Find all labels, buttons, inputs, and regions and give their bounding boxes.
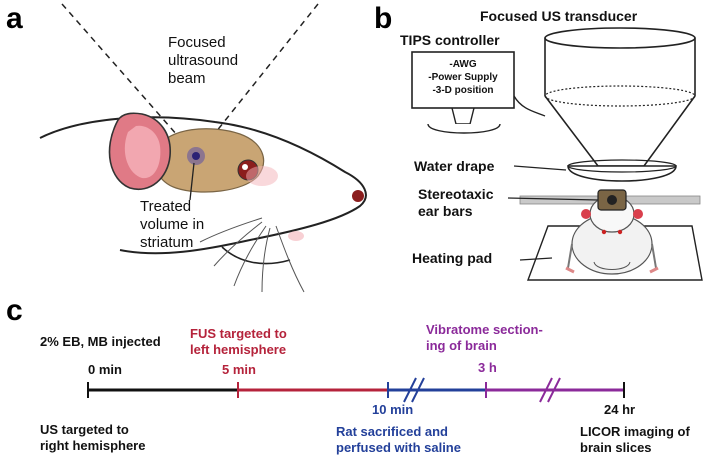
event-4-below: LICOR imaging of brain slices: [580, 424, 690, 455]
event-0-above: 2% EB, MB injected: [40, 334, 161, 349]
controller-stand: [427, 123, 501, 134]
panel-b-letter: b: [374, 2, 393, 35]
target-label: Treated volume in striatum: [140, 198, 205, 251]
controller-screen: [411, 51, 515, 109]
axis-break-blue: [403, 377, 425, 403]
event-0-below: US targeted to right hemisphere: [40, 422, 146, 453]
event-1-above: FUS targeted to left hemisphere: [190, 326, 287, 357]
beam-label: Focused ultrasound beam: [168, 34, 239, 87]
panel-a-letter: a: [6, 2, 23, 35]
target-pointer: [189, 162, 195, 201]
heating-pad-label: Heating pad: [412, 250, 493, 266]
panel-c-letter: c: [6, 294, 23, 327]
rat-ear-left: [581, 209, 591, 219]
rat-nose: [352, 190, 364, 202]
beam-right-edge: [199, 3, 319, 153]
rat-head-outline: [39, 116, 367, 255]
controller-cable: [513, 95, 546, 117]
event-2-below: Rat sacrificed and perfused with saline: [336, 424, 461, 455]
controller-title: TIPS controller: [400, 32, 500, 48]
event-3-above: Vibratome section- ing of brain: [426, 322, 543, 353]
ear-bars-label: Stereotaxic ear bars: [418, 186, 494, 219]
event-4-time: 24 hr: [604, 402, 636, 417]
event-0-time: 0 min: [88, 362, 122, 377]
event-2-time: 10 min: [372, 402, 414, 417]
water-drape: [567, 165, 677, 182]
transducer-label: Focused US transducer: [480, 8, 638, 24]
rat-ear-right: [633, 209, 643, 219]
event-1-time: 5 min: [222, 362, 256, 377]
water-drape-label: Water drape: [414, 158, 495, 174]
rat-jaw: [221, 246, 291, 265]
event-3-time: 3 h: [478, 360, 497, 375]
controller-screen-text: -AWG -Power Supply -3-D position: [428, 59, 498, 96]
axis-break-purple: [539, 377, 561, 403]
